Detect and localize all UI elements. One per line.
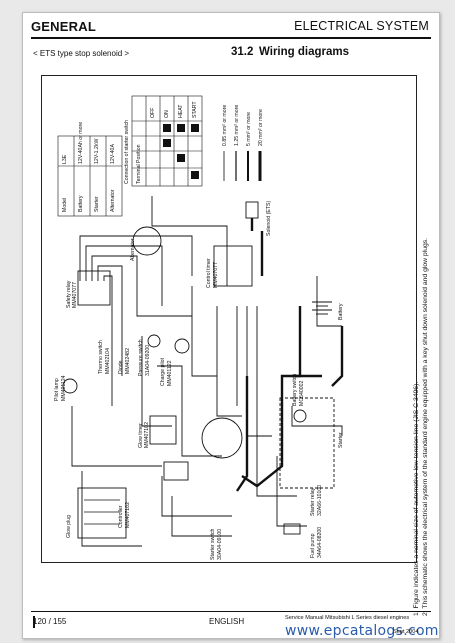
controller-part: MM407102 (125, 502, 131, 528)
safety-relay-part: MM407077 (72, 282, 78, 308)
wiring-diagram: Model L3E Battery 12V-40Ah or more Start… (41, 75, 429, 616)
fuel-pump-label: Fuel pump (310, 533, 316, 558)
note-2: 2. This schematic shows the electrical s… (422, 237, 429, 616)
spec-row-battery: Battery (78, 195, 84, 212)
control-timer-symbol (213, 245, 253, 287)
pilot-lamp-symbol (62, 378, 78, 394)
footer-language: ENGLISH (209, 617, 245, 626)
switch-table-marks (163, 124, 199, 179)
alternator-symbol (132, 226, 162, 256)
footer-bar (33, 616, 35, 628)
document-page: GENERAL ELECTRICAL SYSTEM < ETS type sto… (22, 12, 440, 639)
safety-relay-symbol (77, 270, 111, 306)
spec-row-starter: Starter (94, 196, 100, 212)
switch-row-start: START (192, 101, 198, 118)
pilot-lamp-part: MM401124 (61, 375, 67, 401)
diagram-notes: 1. Figure indicates a nominal size of au… (390, 146, 430, 616)
glow-timer-label: Glow timer (138, 423, 144, 448)
footer-page-number: 120 / 155 (33, 617, 67, 626)
battery-label: Battery (338, 303, 344, 320)
wire-legend-3: 5 mm² or more (246, 112, 252, 146)
charge-pilot-label: Charge pilot (160, 357, 166, 386)
thin-wires (71, 196, 343, 547)
starter-switch-symbol (201, 417, 243, 459)
switch-table-title: Connection of starter switch (124, 120, 130, 184)
starter-relay-label: Starter relay (310, 487, 316, 516)
starter-label: Starter (338, 432, 344, 448)
starter-motor-icon (293, 409, 307, 423)
switch-row-on: ON (164, 110, 170, 118)
page-subtitle: < ETS type stop solenoid > (33, 49, 130, 58)
section-number: 31.2 (231, 46, 254, 58)
switch-row-heat: HEAT (178, 104, 184, 118)
starter-switch-part: 30A04-09100 (217, 529, 223, 560)
glow-plug-coils (84, 499, 120, 525)
control-timer-label: Control timer (206, 258, 212, 288)
thermo-switch-part: MM402104 (105, 348, 111, 374)
charge-pilot-part: MM401122 (167, 360, 173, 386)
controller-label: Controller (118, 505, 124, 528)
glow-plug-label: Glow plug (66, 515, 72, 538)
heavy-wires (236, 216, 344, 492)
watermark-link[interactable]: www.epcatalogs.com (285, 623, 439, 639)
battery-switch-label: Battery switch (292, 374, 298, 406)
control-timer-part: MM407077 (213, 262, 219, 288)
battery-symbol (312, 301, 332, 315)
pressure-switch-label: Pressure switch (138, 339, 144, 376)
pressure-switch-symbol (147, 334, 161, 348)
footer-manual-title: Service Manual Mitsubishi L Series diese… (285, 615, 410, 621)
alternator-label: Alternator (130, 238, 136, 261)
wire-legend-1: 0.85 mm² or more (222, 105, 228, 146)
spec-cell-alternator: 12V-40A (110, 144, 116, 164)
wire-legend-2: 1.25 mm² or more (234, 105, 240, 146)
pressure-switch-part: 31A04-09200 (145, 345, 151, 376)
starter-symbol (279, 397, 335, 489)
solenoid-label: Solenoid (ETS) (266, 201, 272, 236)
switch-row-off: OFF (150, 108, 156, 118)
wire-legend-lines (223, 151, 262, 181)
charge-pilot-symbol (174, 338, 190, 354)
diode-label: Diode (118, 360, 124, 374)
diode-part: MM402482 (125, 348, 131, 374)
note-1: 1. Figure indicates a nominal size of au… (413, 381, 420, 616)
spec-row-alternator: Alternator (110, 189, 116, 212)
spec-header-model: Model (62, 198, 68, 212)
section-title: Wiring diagrams (259, 46, 349, 58)
header-section: GENERAL (31, 19, 96, 34)
controller-symbol (163, 461, 189, 481)
starter-switch-label: Starter switch (210, 528, 216, 560)
glow-timer-part: MM407102 (144, 422, 150, 448)
spec-cell-starter-l3e: 12V-1.2kW (94, 139, 100, 164)
spec-cell-battery-l3e: 12V-40Ah or more (78, 122, 84, 164)
thermo-switch-label: Thermo switch (98, 340, 104, 374)
switch-table-header: Terminal Position (136, 144, 142, 184)
fuel-pump-part: 34A64-08200 (317, 527, 323, 558)
solenoid-symbol (245, 201, 259, 219)
spec-table (57, 135, 123, 217)
spec-header-l3e: L3E (62, 154, 68, 164)
diagram-notes-rotated: 1. Figure indicates a nominal size of au… (412, 146, 430, 616)
pilot-lamp-label: Pilot lamp (54, 378, 60, 401)
starter-relay-part: 32A66-10100 (317, 485, 323, 516)
header-rule (31, 37, 431, 39)
battery-switch-part: MC540002 (299, 381, 305, 406)
fuel-pump-symbol (283, 523, 301, 535)
footer-date: Sept 2004 (393, 629, 419, 635)
wire-legend-4: 20 mm² or more (258, 109, 264, 146)
switch-table (131, 95, 203, 187)
safety-relay-label: Safety relay (66, 280, 72, 308)
glow-plug-symbol (77, 487, 127, 539)
footer-rule (31, 611, 431, 612)
glow-timer-symbol (149, 415, 177, 445)
wiring-diagram-svg: Model L3E Battery 12V-40Ah or more Start… (54, 95, 344, 560)
header-chapter: ELECTRICAL SYSTEM (294, 19, 429, 33)
